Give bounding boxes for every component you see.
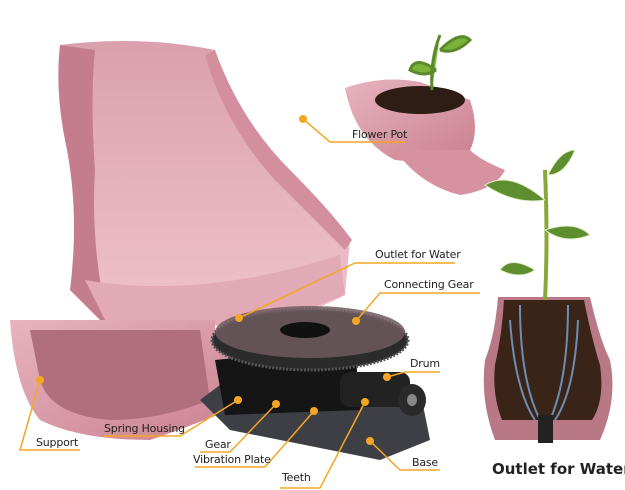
label-gear: Gear — [205, 438, 231, 451]
label-base: Base — [412, 456, 438, 469]
label-outlet-for-water: Outlet for Water — [375, 248, 461, 261]
large-flower-pot — [58, 41, 352, 330]
label-support: Support — [36, 436, 79, 449]
label-drum: Drum — [410, 357, 440, 370]
label-flower-pot: Flower Pot — [352, 128, 408, 141]
label-vibration-plate: Vibration Plate — [193, 453, 271, 466]
cross-section-pot — [483, 149, 613, 443]
label-connecting-gear: Connecting Gear — [384, 278, 474, 291]
mechanism — [200, 306, 430, 460]
label-spring-housing: Spring Housing — [104, 422, 185, 435]
label-teeth: Teeth — [282, 471, 311, 484]
leader-lines — [19, 118, 480, 489]
small-flower-pot — [345, 34, 505, 195]
callout-dots — [36, 115, 391, 445]
support — [10, 320, 250, 440]
cross-section-caption: Outlet for Water — [492, 460, 625, 478]
